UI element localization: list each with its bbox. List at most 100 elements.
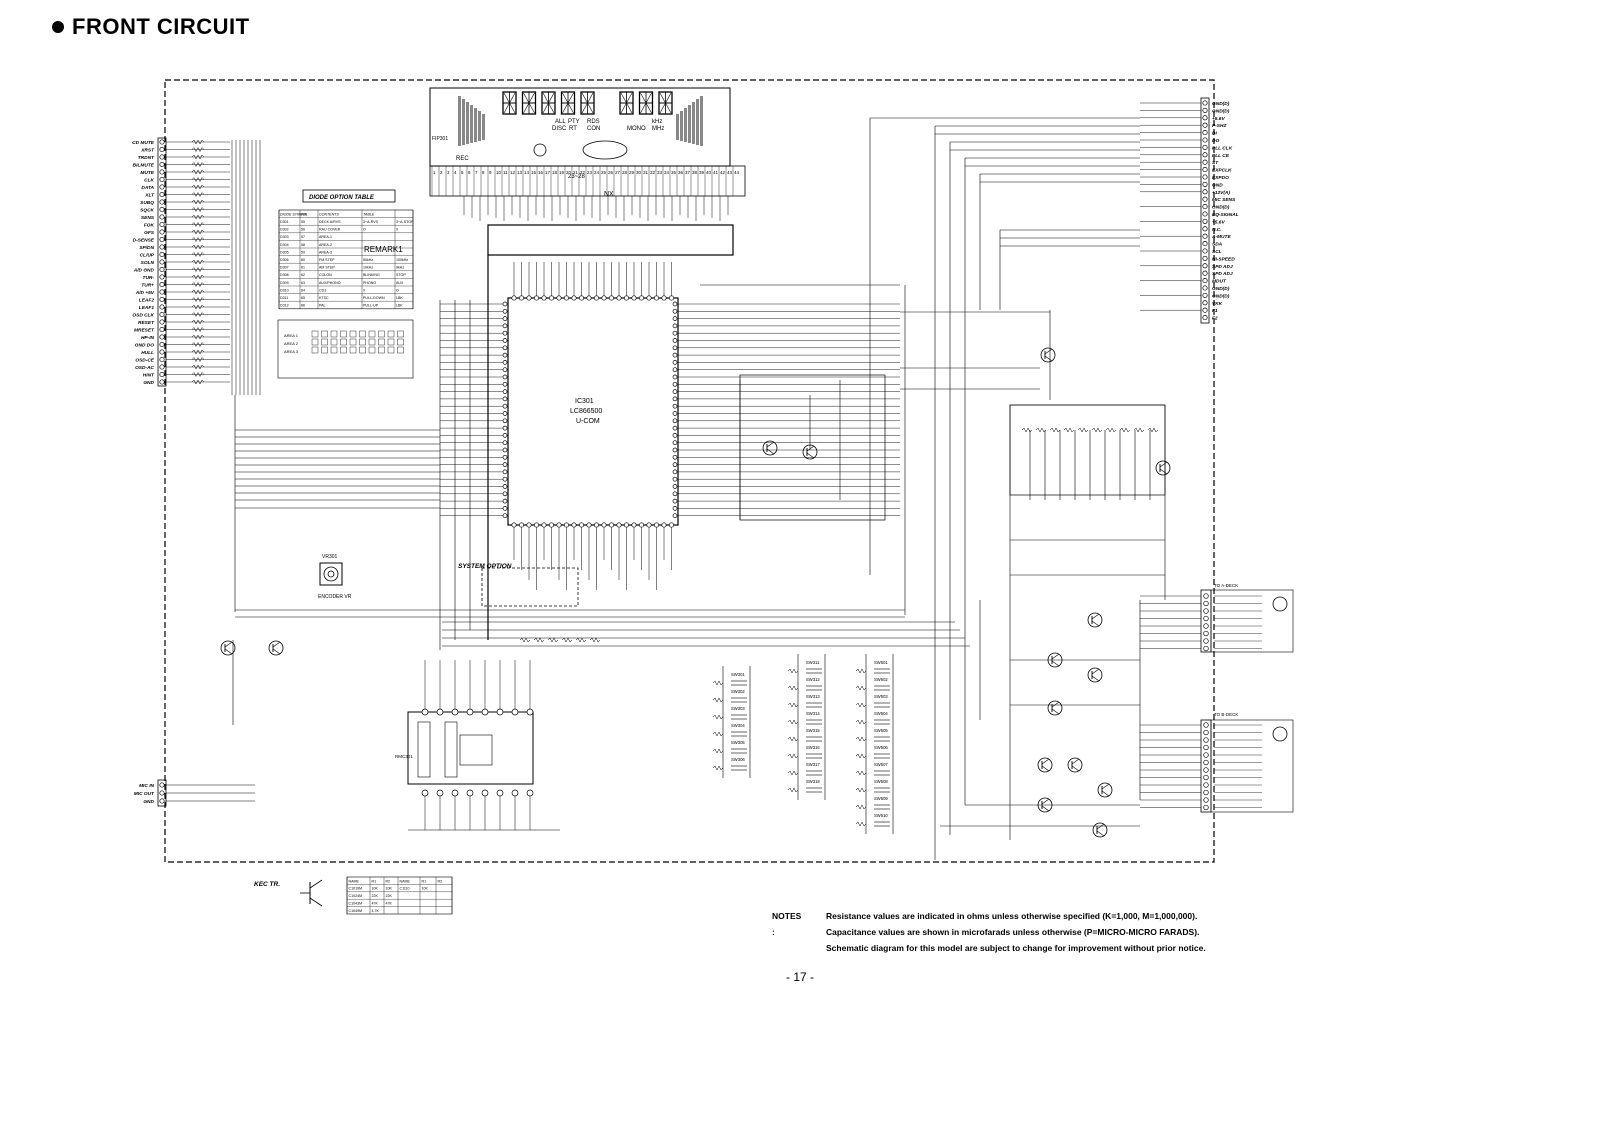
deck-a-pin xyxy=(1203,638,1209,644)
ic-pin-left-marker xyxy=(502,433,508,438)
rmc-pin-top xyxy=(451,708,459,716)
remark-cell xyxy=(397,338,404,346)
ic-pin-top-marker xyxy=(586,295,592,301)
right-connector-label: DI xyxy=(1212,131,1217,137)
vfd-bar-right xyxy=(680,111,683,141)
remark-row-label: AREA 2 xyxy=(284,341,299,346)
diode-table-cell: AREA-1 xyxy=(319,235,332,239)
switch-resistor xyxy=(855,804,867,810)
right-connector-pin xyxy=(1202,292,1208,298)
bank-resistor xyxy=(1105,427,1117,433)
remark-cell xyxy=(349,346,357,354)
switch-label: SW316 xyxy=(806,745,820,750)
transistor-collector xyxy=(806,445,815,452)
right-connector-pin xyxy=(1202,285,1208,291)
left-connector-label: OSD-CE xyxy=(135,358,154,364)
transistor-body xyxy=(762,440,778,456)
diode-table-cell: O xyxy=(363,228,366,232)
kec-table-cell: 10K xyxy=(372,887,379,891)
left-connector-label: LEAF2 xyxy=(139,298,155,304)
right-connector-label: ST xyxy=(1212,160,1219,166)
left-connector-label: GND DO xyxy=(135,343,154,349)
diode-table-cell: D304 xyxy=(280,243,289,247)
ic-pin-left-marker xyxy=(502,440,508,446)
switch-label: SW502 xyxy=(874,677,888,682)
right-connector-label: GND(D) xyxy=(1212,286,1230,292)
ic301-function: U-COM xyxy=(576,418,600,425)
switch-label: SW315 xyxy=(806,728,820,733)
transistor-body xyxy=(268,640,284,656)
left-connector-resistor xyxy=(191,161,205,168)
deck-a-pin xyxy=(1203,623,1209,629)
transistor-body xyxy=(1155,460,1171,476)
remark-cell xyxy=(330,346,338,354)
vfd-digit-seg xyxy=(659,92,672,114)
left-connector-pin xyxy=(159,236,165,243)
vfd-ref: FIP301 xyxy=(432,136,448,142)
diode-table-cell: CD3 xyxy=(319,288,326,292)
diode-table-cell: 57 xyxy=(301,235,305,239)
ic-pin-right-marker xyxy=(672,330,678,336)
bank-resistor xyxy=(1147,427,1159,433)
left-connector-pin xyxy=(159,281,165,288)
left-connector-label: HULL xyxy=(141,350,154,356)
vfd-bar-left xyxy=(474,108,477,142)
ic-pin-right-marker xyxy=(672,345,678,351)
transistor-emitter xyxy=(1091,675,1100,682)
diode-table-cell: D309 xyxy=(280,281,289,285)
diode-table-cell: PULL-UP xyxy=(363,304,379,308)
right-connector-label: SPD ADJ xyxy=(1212,264,1233,270)
ic-pin-bottom-marker xyxy=(616,522,622,528)
deck-b-pin xyxy=(1203,797,1209,803)
resistor xyxy=(533,637,545,643)
rmc-pin-bottom xyxy=(496,789,504,797)
diode-table-cell: 62 xyxy=(301,273,305,277)
left-connector-pin xyxy=(159,349,165,355)
left-connector-resistor xyxy=(191,229,205,235)
left-connector-resistor xyxy=(191,154,205,160)
ic-pin-bottom-marker xyxy=(593,522,600,528)
left-connector-label: CLK xyxy=(144,178,154,184)
deck-b-connector: TO B-DECK xyxy=(1140,712,1294,813)
ic-pin-right-marker xyxy=(672,396,678,402)
left-connector-pin xyxy=(159,371,165,378)
vfd-digit-seg xyxy=(503,92,516,114)
note-line-2: Capacitance values are shown in microfar… xyxy=(826,927,1200,937)
vfd-display: ALL DISC PTY RT RDS CON MONO kHz MHz REC… xyxy=(429,87,731,167)
left-connector-pin xyxy=(159,146,165,153)
left-connector-pin xyxy=(159,341,165,348)
ic-pin-top-marker xyxy=(668,295,675,301)
left-connector-label: SENS xyxy=(141,215,155,221)
vfd-label-con: CON xyxy=(587,126,600,132)
switch-label: SW505 xyxy=(874,728,888,733)
left-connector-label: TRDNT xyxy=(138,155,155,161)
vfd-pin-number: 3 xyxy=(447,170,450,175)
remark-cell xyxy=(397,330,404,338)
left-connector-resistor xyxy=(191,349,205,355)
vfd-pin-number: 27 xyxy=(615,170,621,175)
rmc-pin-top xyxy=(526,708,534,716)
left-connector-pin xyxy=(159,206,165,213)
vfd-pin-number: 31 xyxy=(643,170,649,175)
ic-pin-bottom-marker xyxy=(578,522,585,528)
transistor-emitter xyxy=(272,648,281,655)
vfd-pin-number: 40 xyxy=(706,170,712,175)
remark-cell xyxy=(368,338,376,346)
rmc-pin-top xyxy=(496,708,504,716)
switch-resistor xyxy=(855,787,867,793)
vfd-digits xyxy=(502,91,673,115)
ic-pin-left-marker xyxy=(502,330,508,336)
left-connector-label: BILMUTE xyxy=(133,163,155,169)
left-connector-resistor xyxy=(191,281,205,288)
bullet-icon xyxy=(52,21,64,33)
right-connector-label: DO xyxy=(1212,138,1219,144)
transistor-collector xyxy=(1101,783,1110,790)
deck-b-pin xyxy=(1203,744,1209,751)
remark-cell xyxy=(321,338,328,346)
diode-table-cell: LBK xyxy=(396,304,403,308)
left-connector-label: XLT xyxy=(144,193,155,199)
left-connector-pin xyxy=(159,289,165,295)
left-connector-pin xyxy=(159,274,165,280)
remark-cell xyxy=(397,346,404,354)
vfd-label-nx: NX xyxy=(604,191,614,198)
